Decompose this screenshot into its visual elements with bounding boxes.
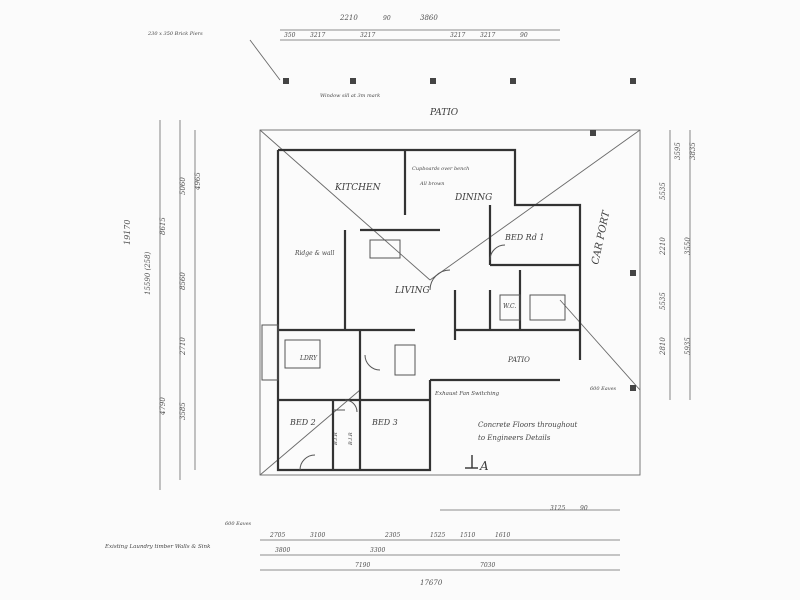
- dim-bottom-4: 1510: [460, 532, 475, 539]
- note-eaves-bottom: 600 Eaves: [590, 386, 617, 392]
- dim-bottom-12: 17670: [420, 579, 443, 587]
- note-concrete-1: Concrete Floors throughout: [478, 421, 577, 429]
- room-bed1: BED Rd 1: [504, 233, 544, 242]
- dim-left-3: 5060: [179, 177, 187, 195]
- dim-left-2: 8615: [159, 217, 167, 235]
- interior-details: [261, 239, 566, 471]
- dim-left-1: 15590 (258): [144, 251, 152, 295]
- dim-left-0: 19170: [123, 220, 132, 245]
- section-marker-label: A: [479, 459, 489, 473]
- dim-top-0: 2210: [339, 14, 358, 22]
- dim-left-8: 4790: [159, 397, 167, 416]
- dim-bottom-10: 7190: [355, 562, 370, 569]
- walls: [276, 148, 582, 472]
- dim-right-6: 2810: [659, 337, 667, 356]
- note-concrete-2: to Engineers Details: [478, 434, 551, 442]
- note-bottom-left: Existing Laundry timber Walls & Sink: [104, 544, 211, 550]
- room-kitchen: KITCHEN: [334, 183, 382, 193]
- dim-bottom-3: 1525: [430, 532, 445, 539]
- dim-bottom-7: 90: [580, 505, 588, 512]
- dim-right-4: 3550: [684, 237, 692, 255]
- dim-bottom-5: 1610: [495, 532, 510, 539]
- room-bir-2: B.I.R: [348, 432, 354, 446]
- dim-right-3: 2210: [659, 237, 667, 256]
- dim-bottom-9: 3300: [370, 547, 385, 554]
- room-patio-top: PATIO: [429, 108, 459, 118]
- dimension-lines: [159, 29, 691, 571]
- dim-left-6: 2710: [179, 337, 187, 356]
- dim-left-4: 4965: [194, 172, 202, 191]
- dim-right-7: 5935: [684, 337, 692, 355]
- room-wc: W.C.: [503, 303, 516, 310]
- room-ldry: LDRY: [299, 355, 318, 362]
- dim-top-1: 90: [383, 15, 391, 22]
- dim-right-5: 5535: [659, 292, 667, 310]
- dim-top-3: 350: [284, 32, 296, 39]
- note-window-sill: Window sill at 3m mark: [320, 93, 380, 99]
- dims-bottom: 2705 3100 2305 1525 1510 1610 3125 90 38…: [269, 505, 588, 587]
- section-marker: [465, 455, 478, 469]
- dim-top-6: 3217: [450, 32, 465, 39]
- dim-left-5: 8560: [179, 272, 187, 290]
- room-living: LIVING: [394, 286, 430, 296]
- note-ridge-wall: Ridge & wall: [294, 250, 334, 257]
- dim-top-5: 3217: [360, 32, 375, 39]
- dim-top-4: 3217: [310, 32, 325, 39]
- dims-right: 3595 3835 5535 2210 3550 5535 2810 5935: [659, 142, 697, 356]
- patio-posts: [283, 78, 636, 391]
- room-bir-1: B.I.R: [333, 432, 339, 446]
- note-exhaust: Exhaust Fan Switching: [434, 391, 500, 397]
- dim-bottom-6: 3125: [550, 505, 565, 512]
- dim-top-2: 3860: [420, 14, 438, 22]
- room-bed2: BED 2: [289, 418, 316, 427]
- dim-right-2: 5535: [659, 182, 667, 200]
- dim-bottom-1: 3100: [310, 532, 325, 539]
- dim-top-7: 3217: [480, 32, 495, 39]
- dim-bottom-8: 3800: [275, 547, 290, 554]
- dim-bottom-2: 2305: [384, 532, 400, 539]
- note-top-brick: 230 x 350 Brick Piers: [147, 31, 203, 37]
- dims-top: 2210 90 3860 350 3217 3217 3217 3217 90: [284, 14, 528, 39]
- note-all-brown: All brown: [419, 181, 445, 187]
- note-kitchen: Cupboards over bench: [412, 166, 469, 172]
- dim-left-7: 3585: [179, 402, 187, 420]
- dim-top-8: 90: [520, 32, 528, 39]
- room-bed3: BED 3: [371, 418, 398, 427]
- room-patio-bottom: PATIO: [507, 356, 530, 364]
- dim-bottom-11: 7030: [480, 562, 495, 569]
- dims-left: 19170 15590 (258) 8615 5060 4965 8560 27…: [123, 172, 202, 420]
- note-eaves-left: 600 Eaves: [225, 521, 252, 527]
- dim-right-1: 3835: [689, 142, 697, 160]
- room-dining: DINING: [454, 193, 492, 203]
- dim-right-0: 3595: [674, 142, 682, 160]
- dim-bottom-0: 2705: [269, 532, 285, 539]
